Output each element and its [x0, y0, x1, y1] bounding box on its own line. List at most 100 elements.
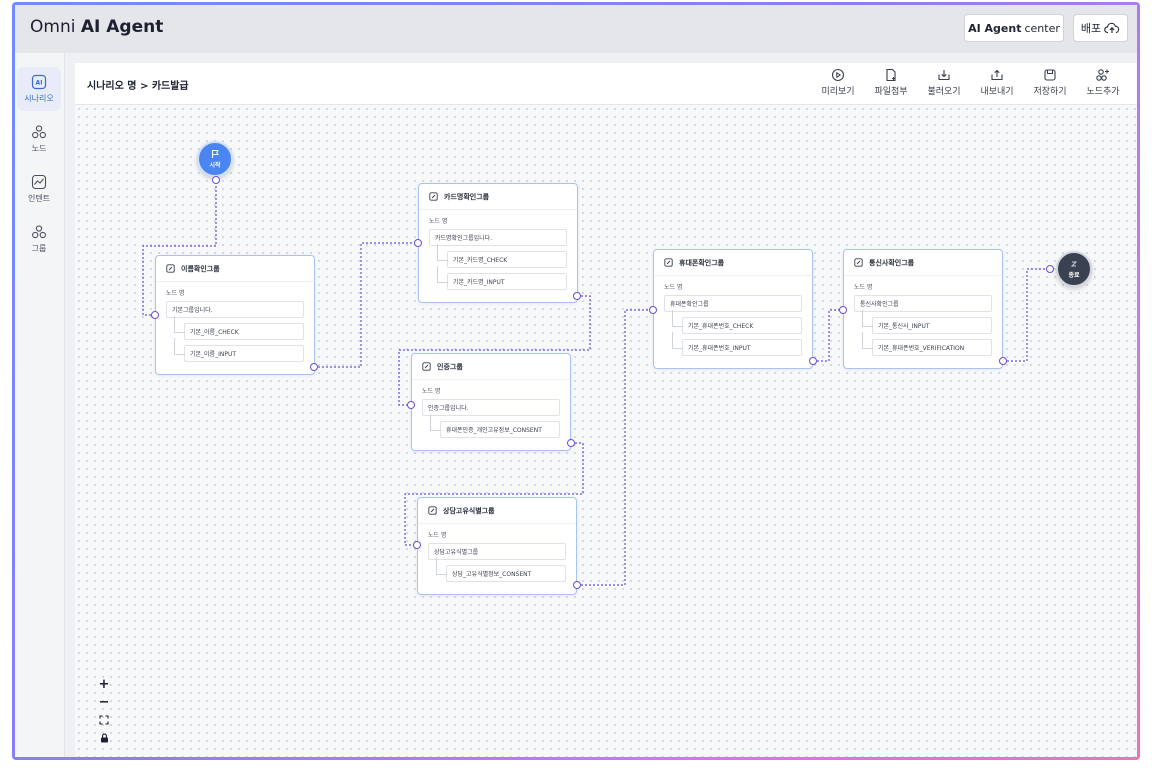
node-subtitle: 노드 명: [422, 388, 441, 395]
node-child-item[interactable]: 휴대폰인증_개인고유정보_CONSENT: [430, 414, 560, 438]
center-label-rest: center: [1024, 21, 1060, 35]
node-output-port[interactable]: [310, 363, 318, 371]
ai-agent-center-button[interactable]: AI Agent center: [964, 14, 1064, 42]
flow-node-name-check[interactable]: 이름확인그룹 노드 명 기본그룹입니다. 기본_이름_CHECK 기본_이름_I…: [155, 255, 315, 375]
node-child-item[interactable]: 기본_카드명_INPUT: [437, 266, 567, 290]
sidebar-item-node[interactable]: 노드: [17, 117, 61, 161]
node-child-item[interactable]: 기본_카드명_CHECK: [437, 244, 567, 268]
ai-icon: AI: [31, 74, 47, 90]
node-description: 상담고유식별그룹: [428, 543, 566, 560]
save-button[interactable]: 저장하기: [1025, 68, 1075, 97]
node-input-port[interactable]: [413, 541, 421, 549]
end-node[interactable]: 종료: [1056, 251, 1092, 287]
zoom-out-button[interactable]: −: [98, 694, 110, 710]
node-header: 휴대폰확인그룹: [654, 250, 812, 276]
node-description: 카드명확인그룹입니다.: [429, 229, 567, 246]
edit-node-icon: [166, 264, 175, 273]
start-output-port[interactable]: [212, 176, 220, 184]
node-child-item[interactable]: 기본_이름_CHECK: [174, 316, 304, 340]
sidebar-item-label: 시나리오: [24, 94, 54, 103]
node-input-port[interactable]: [414, 239, 422, 247]
center-label-bold: AI Agent: [968, 21, 1022, 35]
node-child-item[interactable]: 기본_휴대폰번호_CHECK: [672, 310, 802, 334]
fit-view-button[interactable]: [95, 711, 113, 729]
app-window: Omni AI Agent AI Agent center 배포 AI 시나리오: [15, 5, 1137, 757]
lock-button[interactable]: [95, 729, 113, 747]
tool-label: 내보내기: [980, 87, 1014, 97]
node-output-port[interactable]: [567, 439, 575, 447]
file-attach-button[interactable]: 파일첨부: [866, 68, 916, 97]
lock-icon: [100, 733, 108, 743]
node-description: 휴대폰확인그룹: [664, 295, 802, 312]
node-input-port[interactable]: [151, 311, 159, 319]
play-icon: [831, 68, 845, 82]
flow-node-card-check[interactable]: 카드명확인그룹 노드 명 카드명확인그룹입니다. 기본_카드명_CHECK 기본…: [418, 183, 578, 303]
flag-icon: [212, 150, 219, 158]
brand-logo: Omni AI Agent: [30, 17, 163, 37]
sidebar-item-scenario[interactable]: AI 시나리오: [17, 67, 61, 111]
flow-node-auth[interactable]: 인증그룹 노드 명 인증그룹입니다. 휴대폰인증_개인고유정보_CONSENT: [411, 353, 571, 451]
flow-canvas[interactable]: 시작 종료 이름확인그룹 노드 명 기본그룹입니다. 기본_이름_CHECK 기…: [75, 105, 1137, 757]
fit-view-icon: [99, 715, 109, 725]
node-child-item[interactable]: 기본_통신사_INPUT: [862, 310, 992, 334]
edit-node-icon: [664, 258, 673, 267]
sidebar-item-intent[interactable]: 인텐트: [17, 167, 61, 211]
edge-layer: [142, 178, 1050, 586]
node-title: 통신사확인그룹: [869, 258, 915, 267]
add-node-button[interactable]: 노드추가: [1078, 68, 1128, 97]
preview-button[interactable]: 미리보기: [813, 68, 863, 97]
brand-light: Omni: [30, 17, 76, 37]
end-label: 종료: [1068, 272, 1080, 279]
export-icon: [991, 69, 1003, 81]
export-button[interactable]: 내보내기: [972, 68, 1022, 97]
group-icon: [32, 225, 46, 239]
edit-node-icon: [429, 192, 438, 201]
node-output-port[interactable]: [999, 357, 1007, 365]
node-input-port[interactable]: [839, 306, 847, 314]
left-sidebar: AI 시나리오 노드 인텐트 그룹: [15, 53, 65, 757]
node-output-port[interactable]: [573, 581, 581, 589]
flow-node-phone-check[interactable]: 휴대폰확인그룹 노드 명 휴대폰확인그룹 기본_휴대폰번호_CHECK 기본_휴…: [653, 249, 813, 369]
edge-name-to-card: [314, 242, 418, 368]
node-subtitle: 노드 명: [854, 284, 873, 291]
node-header: 상담고유식별그룹: [418, 498, 576, 524]
editor-toolbar: 시나리오 명 > 카드발급 미리보기 파일첨부 불러오기: [75, 63, 1137, 105]
start-node[interactable]: 시작: [197, 141, 233, 177]
node-header: 이름확인그룹: [156, 256, 314, 282]
import-button[interactable]: 불러오기: [919, 68, 969, 97]
sidebar-item-label: 노드: [31, 144, 47, 153]
node-title: 이름확인그룹: [181, 264, 220, 273]
node-icon: [32, 125, 46, 139]
node-output-port[interactable]: [573, 292, 581, 300]
node-output-port[interactable]: [809, 357, 817, 365]
node-child-item[interactable]: 기본_휴대폰번호_INPUT: [672, 332, 802, 356]
node-child-item[interactable]: 상담_고유식별정보_CONSENT: [436, 558, 566, 582]
end-input-port[interactable]: [1046, 265, 1054, 273]
edit-node-icon: [854, 258, 863, 267]
zoom-controls: + −: [95, 675, 113, 747]
node-description: 인증그룹입니다.: [422, 399, 560, 416]
top-header: Omni AI Agent AI Agent center 배포: [15, 5, 1137, 53]
deploy-label: 배포: [1080, 22, 1102, 35]
cloud-upload-icon: [1104, 22, 1120, 34]
node-header: 인증그룹: [412, 354, 570, 380]
add-node-icon: [1096, 69, 1109, 81]
start-label: 시작: [209, 162, 221, 169]
brand-bold: AI Agent: [80, 17, 164, 37]
deploy-button[interactable]: 배포: [1073, 14, 1128, 42]
breadcrumb: 시나리오 명 > 카드발급: [87, 81, 189, 92]
node-child-item[interactable]: 기본_이름_INPUT: [174, 338, 304, 362]
node-input-port[interactable]: [649, 306, 657, 314]
flow-node-carrier-check[interactable]: 통신사확인그룹 노드 명 통신사확인그룹 기본_통신사_INPUT 기본_휴대폰…: [843, 249, 1003, 369]
sidebar-item-group[interactable]: 그룹: [17, 217, 61, 261]
zoom-in-button[interactable]: +: [98, 676, 110, 692]
tool-label: 미리보기: [821, 87, 855, 97]
node-subtitle: 노드 명: [428, 532, 447, 539]
node-child-item[interactable]: 기본_휴대폰번호_VERIFICATION: [862, 332, 992, 356]
node-input-port[interactable]: [407, 401, 415, 409]
node-header: 통신사확인그룹: [844, 250, 1002, 276]
tool-label: 파일첨부: [874, 87, 908, 97]
flow-node-consult-id[interactable]: 상담고유식별그룹 노드 명 상담고유식별그룹 상담_고유식별정보_CONSENT: [417, 497, 577, 595]
node-title: 휴대폰확인그룹: [679, 258, 725, 267]
edge-phone-to-carrier: [813, 309, 843, 362]
